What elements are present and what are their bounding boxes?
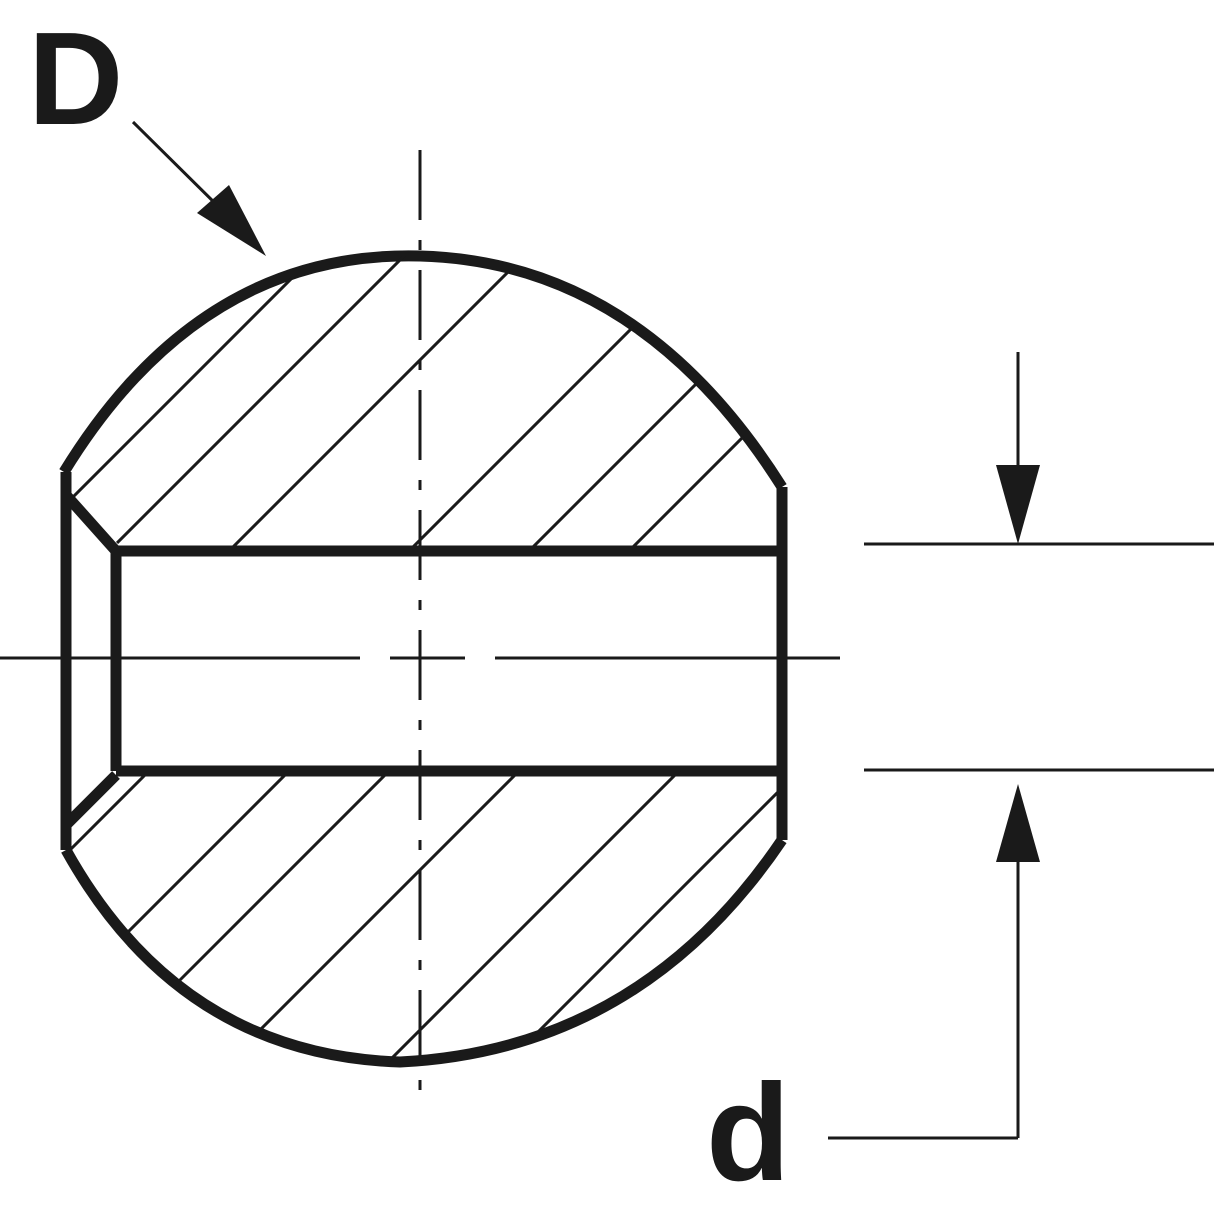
bore [61,491,782,829]
dimension-arrowhead-down [996,465,1040,544]
ball-top-arc [59,250,787,490]
countersink-bottom [62,771,120,829]
outer-diameter-leader [131,120,266,256]
outer-diameter-label: D [28,5,123,152]
ball-bottom-arc [61,836,787,1068]
bore-diameter-label: d [706,1056,790,1210]
section-hatching-bottom [70,771,780,1062]
outer-diameter-arrowhead [197,185,266,256]
dimension-arrowhead-up [996,784,1040,862]
countersink-top [61,491,121,555]
center-lines [0,150,840,1100]
bore-diameter-dimension [828,352,1214,1140]
